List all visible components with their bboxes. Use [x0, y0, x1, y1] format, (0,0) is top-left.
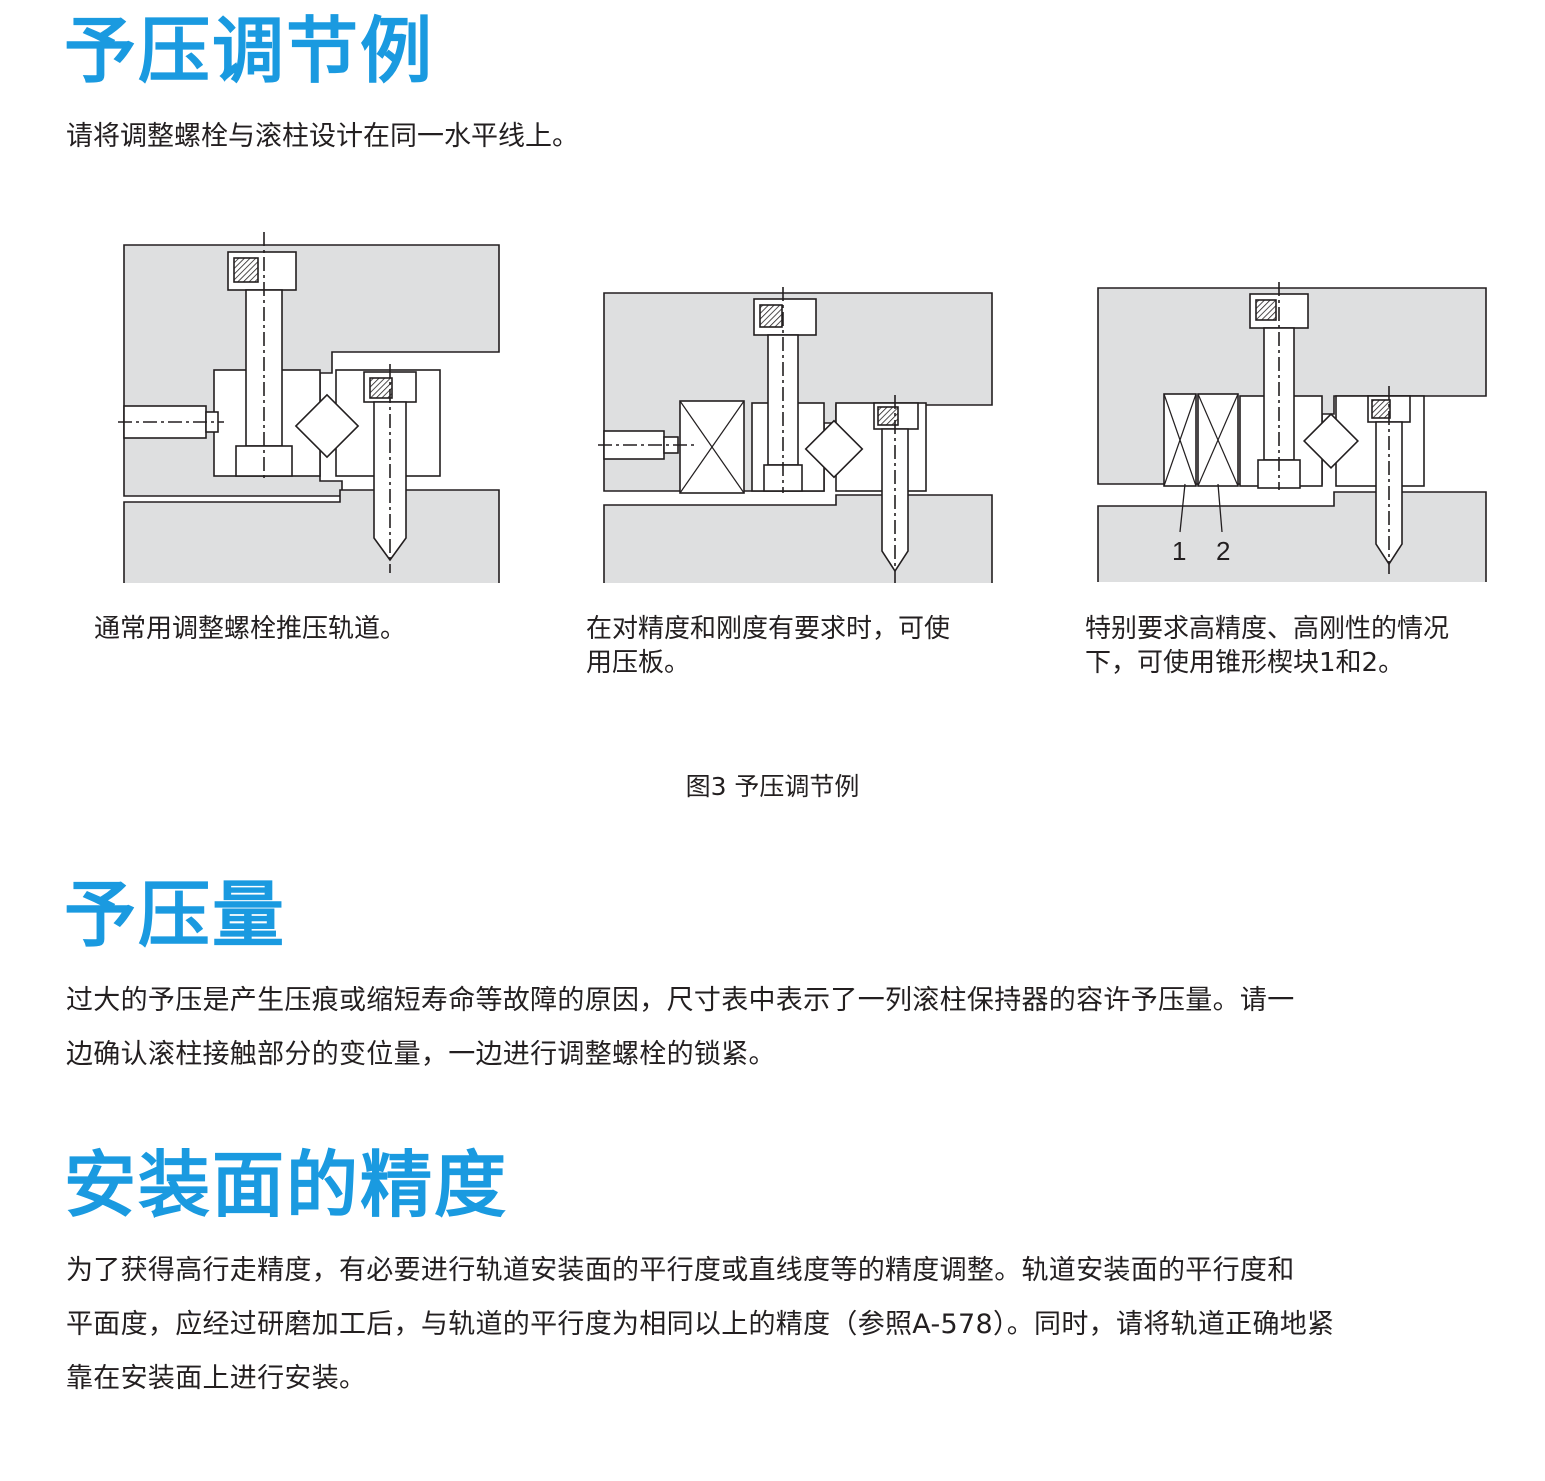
- section-title-preload-amount: 予压量: [64, 873, 287, 957]
- section-title-mounting-accuracy: 安装面的精度: [64, 1143, 509, 1227]
- wedge-label-1: 1: [1172, 536, 1186, 566]
- figure-caption-tapered-wedges: 特别要求高精度、高刚性的情况 下，可使用锥形楔块1和2。: [1085, 614, 1450, 678]
- section-title-preload-example: 予压调节例: [64, 9, 435, 93]
- figure-tapered-wedges: 1 2: [1088, 278, 1490, 593]
- figure-title: 图3 予压调节例: [685, 772, 860, 801]
- mounting-accuracy-text: 为了获得高行走精度，有必要进行轨道安装面的平行度或直线度等的精度调整。轨道安装面…: [66, 1255, 1335, 1394]
- preload-example-text: 请将调整螺栓与滚柱设计在同一水平线上。: [66, 121, 579, 152]
- preload-amount-text: 过大的予压是产生压痕或缩短寿命等故障的原因，尺寸表中表示了一列滚柱保持器的容许予…: [66, 985, 1295, 1070]
- wedge-label-2: 2: [1216, 536, 1230, 566]
- figure-pressure-plate: [592, 283, 994, 593]
- figure-caption-pressure-plate: 在对精度和刚度有要求时，可使 用压板。: [586, 614, 951, 678]
- figure-caption-adjusting-bolt: 通常用调整螺栓推压轨道。: [94, 614, 407, 644]
- figure-adjusting-bolt: [110, 228, 510, 593]
